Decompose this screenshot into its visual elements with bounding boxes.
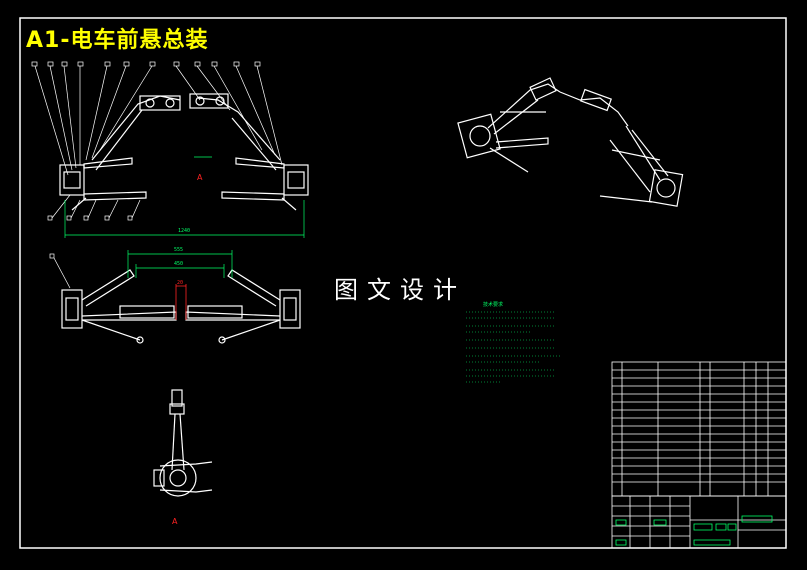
parts-list-table [611, 361, 787, 497]
center-gap-label: 20 [177, 280, 183, 286]
overall-width-label: 1240 [178, 228, 190, 234]
title-block-green-fields [615, 515, 773, 546]
title-block [611, 495, 787, 549]
sheet-border [19, 17, 787, 549]
right-knuckle [283, 164, 309, 196]
view-marker-a: A [197, 173, 203, 182]
part-balloons-top [31, 61, 283, 176]
lower-span-label: 450 [174, 261, 183, 267]
section-marker-a: A [172, 517, 178, 526]
side-view [153, 389, 213, 497]
overall-width-dimension [64, 156, 305, 238]
isometric-view [457, 77, 684, 207]
top-view-dimensions [127, 250, 233, 278]
center-gap-marker [175, 284, 187, 320]
left-knuckle [59, 164, 85, 196]
top-view [49, 253, 301, 344]
front-view [31, 61, 309, 221]
upper-span-label: 555 [174, 247, 183, 253]
watermark-text: 图文设计 [334, 276, 466, 304]
tech-requirements-notes [466, 311, 560, 383]
drawing-title: A1-电车前悬总装 [26, 28, 209, 53]
tech-requirements-title: 技术要求 [483, 302, 504, 308]
